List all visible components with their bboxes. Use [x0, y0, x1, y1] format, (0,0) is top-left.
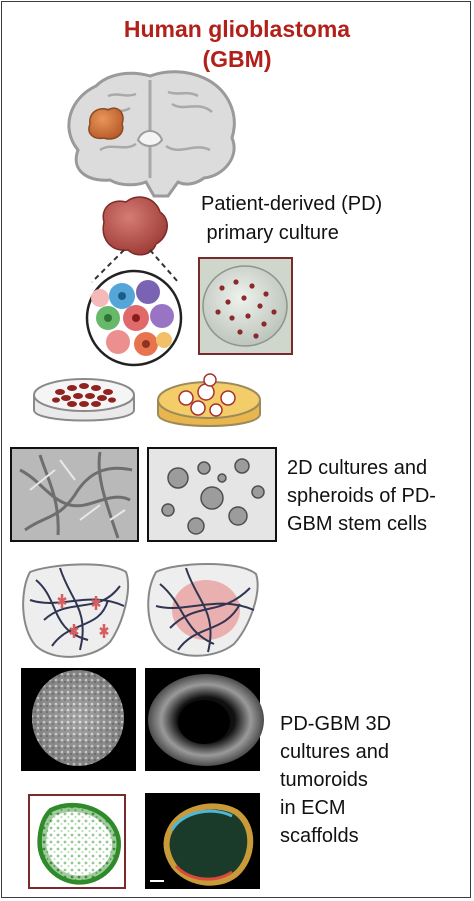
title-line-2: (GBM) — [202, 46, 272, 72]
brain-icon — [67, 70, 236, 198]
spheroid-culture-dish-icon — [157, 373, 261, 427]
petri-dish-photo — [198, 257, 293, 355]
figure-title: Human glioblastoma (GBM) — [0, 14, 474, 74]
tumor-mass-icon — [102, 196, 168, 256]
label-tumoroids-line-4: in ECM — [280, 797, 346, 819]
label-tumoroids-line-3: tumoroids — [280, 769, 368, 791]
2d-culture-micrograph — [10, 447, 139, 542]
green-stain-micrograph — [28, 794, 126, 889]
zoom-lines — [91, 249, 179, 283]
brain-tumor-shape — [88, 107, 124, 140]
label-patient-derived-line-2: primary culture — [201, 222, 339, 244]
spheroids-micrograph — [147, 447, 277, 542]
scaffold-tumoroid-icon — [147, 563, 259, 657]
scaffold-cells-icon — [22, 563, 130, 658]
label-tumoroids-line-1: PD-GBM 3D — [280, 713, 392, 735]
label-tumoroids-line-5: scaffolds — [280, 825, 359, 847]
label-patient-derived-line-1: Patient-derived (PD) — [201, 193, 383, 215]
fluorescence-tumoroid-micrograph — [145, 793, 260, 889]
tumoroid-ring-micrograph — [145, 668, 264, 771]
label-tumoroids-line-2: cultures and — [280, 741, 389, 763]
label-spheroids-line-2: spheroids of PD- — [287, 485, 436, 507]
title-line-1: Human glioblastoma — [123, 16, 351, 42]
cell-cluster-icon — [85, 269, 183, 367]
label-spheroids-line-1: 2D cultures and — [287, 457, 428, 479]
3d-culture-micrograph — [21, 668, 136, 771]
label-spheroids-line-3: GBM stem cells — [287, 513, 428, 535]
adherent-culture-dish-icon — [33, 378, 135, 422]
